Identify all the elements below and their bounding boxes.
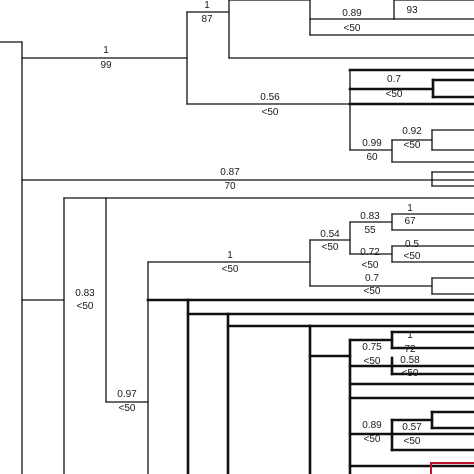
n12-bot-label: <50 <box>362 260 379 271</box>
n06-bot-label: <50 <box>404 140 421 151</box>
n02-bot-label: <50 <box>344 23 361 34</box>
n15-bot-label: <50 <box>364 286 381 297</box>
n13-top-label: 0.5 <box>405 239 419 250</box>
n11-top-label: 0.54 <box>320 229 340 240</box>
n21-top-label: 0.57 <box>402 422 422 433</box>
n19-top-label: 0.58 <box>400 355 420 366</box>
n10-top-label: 0.83 <box>360 211 380 222</box>
n11-bot-label: <50 <box>322 242 339 253</box>
n15-top-label: 0.7 <box>365 273 379 284</box>
n22-top-label: 0.89 <box>362 420 382 431</box>
n21-bot-label: <50 <box>404 436 421 447</box>
n18-top-label: 0.75 <box>362 342 382 353</box>
n22-bot-label: <50 <box>364 434 381 445</box>
n07-top-label: 0.99 <box>362 138 382 149</box>
n02-extra-label: 93 <box>406 5 418 16</box>
n17-top-label: 1 <box>407 330 413 341</box>
n20-top-label: 0.97 <box>117 389 137 400</box>
n08-bot-label: 70 <box>224 181 236 192</box>
support-labels: 1 87 93 0.89 <50 1 99 0.7 <50 0.56 <50 0… <box>75 0 422 447</box>
n16-top-label: 0.83 <box>75 288 95 299</box>
n01-bot-label: 87 <box>201 14 213 25</box>
n08-top-label: 0.87 <box>220 167 240 178</box>
n10-bot-label: 55 <box>364 225 376 236</box>
n18-bot-label: <50 <box>364 356 381 367</box>
n04-top-label: 0.7 <box>387 74 401 85</box>
n07-bot-label: 60 <box>366 152 378 163</box>
n13-bot-label: <50 <box>404 251 421 262</box>
n01-top-label: 1 <box>204 0 210 11</box>
n09-top-label: 1 <box>407 203 413 214</box>
n04-bot-label: <50 <box>386 89 403 100</box>
n14-top-label: 1 <box>227 250 233 261</box>
n20-bot-label: <50 <box>119 403 136 414</box>
n16-bot-label: <50 <box>77 301 94 312</box>
n05-top-label: 0.56 <box>260 92 280 103</box>
n17-bot-label: 72 <box>404 344 416 355</box>
n06-top-label: 0.92 <box>402 126 422 137</box>
n03-top-label: 1 <box>103 45 109 56</box>
n14-bot-label: <50 <box>222 264 239 275</box>
n12-top-label: 0.72 <box>360 247 380 258</box>
n03-bot-label: 99 <box>100 60 112 71</box>
n02-top-label: 0.89 <box>342 8 362 19</box>
n09-bot-label: 67 <box>404 216 416 227</box>
n05-bot-label: <50 <box>262 107 279 118</box>
highlighted-clade-box <box>430 462 474 474</box>
n19-bot-label: <50 <box>402 368 419 379</box>
